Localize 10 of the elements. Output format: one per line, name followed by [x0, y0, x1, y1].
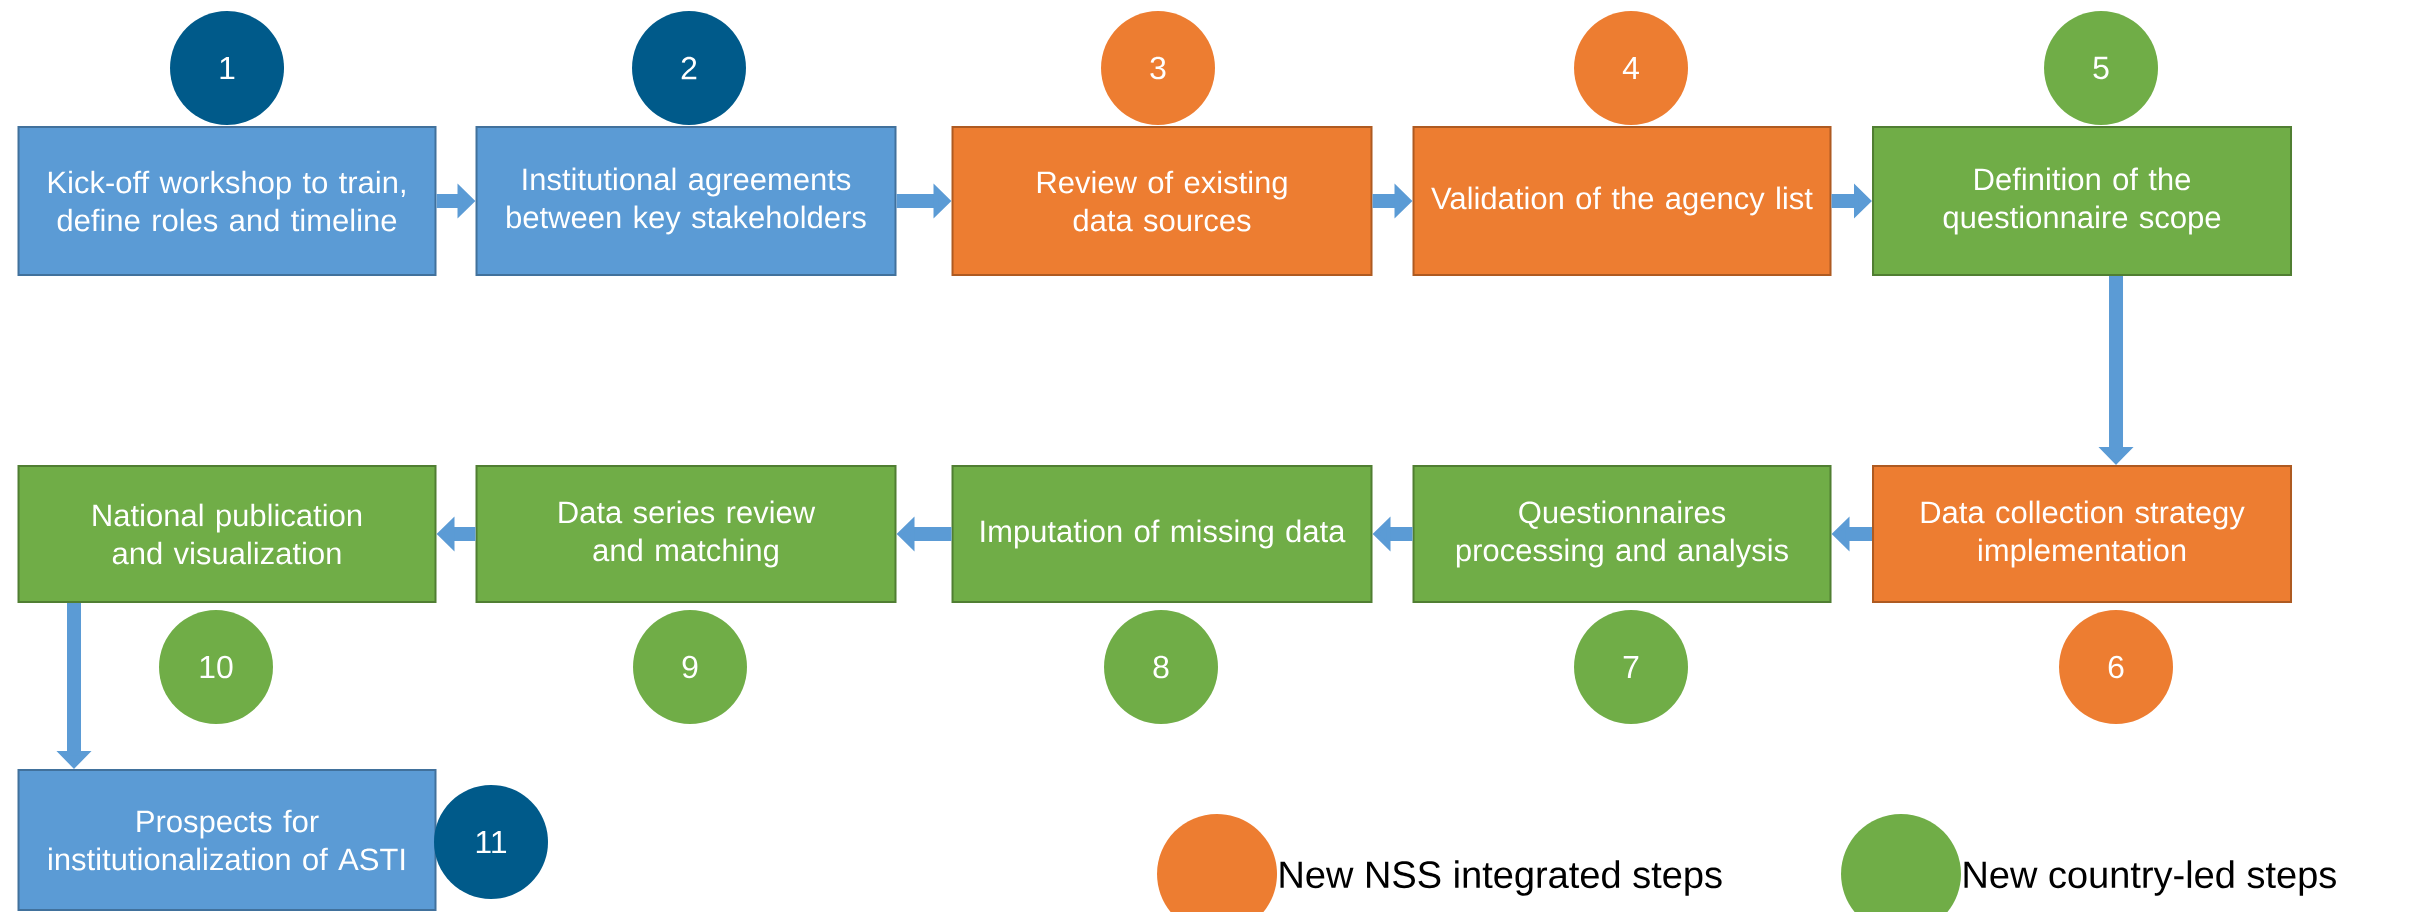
legend-text: New country-led steps: [1964, 860, 2336, 896]
step-box: Questionnaires processing and analysis: [1412, 465, 1832, 603]
legend-text: New NSS integrated steps: [1280, 860, 1722, 896]
step-box: Data collection strategy implementation: [1872, 465, 2292, 603]
step-box: Imputation of missing data: [951, 465, 1373, 603]
step-box: National publication and visualization: [17, 465, 437, 603]
step-box: Institutional agreements between key stakeholders: [475, 126, 897, 276]
step-box: Data series review and matching: [475, 465, 897, 603]
step-box: Kick-off workshop to train, define roles and timeline: [17, 126, 437, 276]
step-box: Prospects for institutionalization of ASTI: [17, 769, 437, 911]
